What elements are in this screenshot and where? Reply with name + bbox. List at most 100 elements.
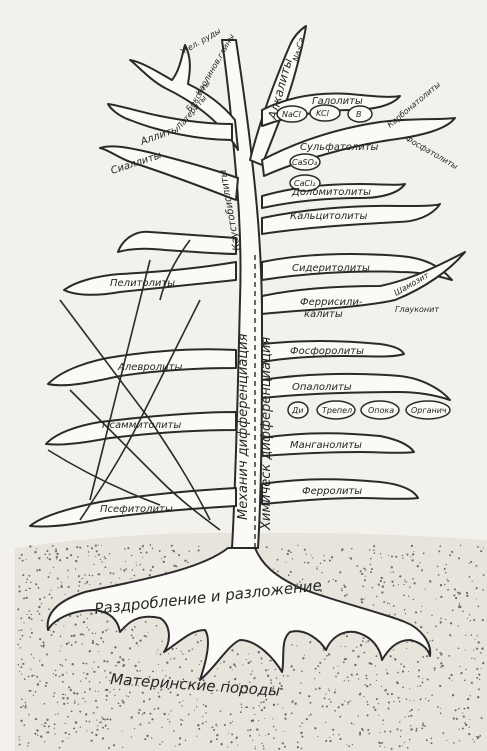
soil-dot (284, 746, 286, 748)
soil-dot (39, 638, 41, 640)
soil-dot (44, 703, 46, 705)
soil-dot (422, 678, 423, 679)
soil-dot (20, 720, 22, 722)
soil-dot (143, 712, 145, 714)
soil-dot (254, 714, 255, 715)
soil-dot (76, 546, 78, 548)
soil-dot (351, 548, 353, 550)
soil-dot (402, 745, 403, 746)
soil-dot (53, 673, 54, 674)
soil-dot (263, 701, 265, 703)
soil-dot (63, 625, 64, 626)
soil-dot (93, 661, 94, 662)
soil-dot (373, 545, 375, 547)
soil-dot (54, 728, 55, 729)
soil-dot (440, 708, 441, 709)
soil-dot (403, 666, 405, 668)
soil-dot (466, 595, 468, 597)
soil-dot (87, 627, 88, 628)
soil-dot (379, 745, 380, 746)
soil-dot (477, 635, 478, 636)
soil-dot (67, 716, 69, 718)
soil-dot (122, 731, 123, 732)
soil-dot (17, 644, 19, 646)
soil-dot (428, 700, 430, 702)
soil-dot (344, 658, 346, 660)
soil-dot (252, 670, 253, 671)
soil-dot (252, 719, 254, 721)
soil-dot (268, 669, 269, 670)
label-ferrisilicalites-line2: калиты (304, 309, 343, 320)
soil-dot (213, 729, 215, 731)
soil-dot (76, 693, 78, 695)
soil-dot (424, 725, 426, 727)
soil-dot (359, 733, 361, 735)
soil-dot (61, 586, 63, 588)
soil-dot (389, 731, 391, 733)
soil-dot (445, 572, 447, 574)
soil-dot (246, 706, 248, 708)
soil-dot (425, 698, 426, 699)
soil-dot (151, 718, 153, 720)
soil-dot (158, 664, 159, 665)
soil-dot (337, 672, 339, 674)
soil-dot (44, 553, 46, 555)
soil-dot (248, 662, 250, 664)
soil-dot (255, 746, 256, 747)
soil-dot (304, 562, 305, 563)
soil-dot (159, 550, 161, 552)
soil-dot (293, 669, 295, 671)
soil-dot (163, 713, 165, 715)
soil-dot (361, 601, 363, 603)
oval-opoka: Опока (368, 406, 394, 415)
soil-dot (381, 557, 382, 558)
soil-dot (39, 569, 41, 571)
label-ferrisilicalites: Феррисили- калиты (300, 297, 366, 320)
soil-dot (272, 718, 273, 719)
soil-dot (17, 608, 19, 610)
soil-dot (381, 591, 383, 593)
soil-dot (469, 719, 470, 720)
soil-dot (158, 695, 160, 697)
soil-dot (409, 739, 411, 741)
soil-dot (230, 722, 232, 724)
soil-dot (164, 556, 166, 558)
soil-dot (154, 708, 156, 710)
soil-dot (48, 725, 50, 727)
soil-dot (160, 653, 162, 655)
soil-dot (363, 568, 365, 570)
soil-dot (402, 558, 403, 559)
soil-dot (135, 562, 136, 563)
soil-dot (129, 691, 131, 693)
label-phosphorolites: Фосфоролиты (290, 346, 364, 357)
soil-dot (448, 677, 450, 679)
soil-dot (68, 586, 70, 588)
soil-dot (139, 548, 141, 550)
soil-dot (230, 713, 232, 715)
soil-dot (311, 555, 312, 556)
soil-dot (34, 551, 36, 553)
soil-dot (250, 729, 252, 731)
soil-dot (131, 716, 133, 718)
soil-dot (467, 618, 468, 619)
label-dolomitolites: Доломитолиты (291, 187, 371, 198)
soil-dot (31, 675, 33, 677)
soil-dot (339, 738, 341, 740)
soil-dot (436, 649, 438, 651)
soil-dot (27, 578, 29, 580)
soil-dot (172, 648, 174, 650)
soil-dot (216, 734, 218, 736)
soil-dot (368, 733, 370, 735)
soil-dot (278, 748, 280, 750)
soil-dot (66, 643, 68, 645)
soil-dot (470, 561, 472, 563)
soil-dot (318, 687, 320, 689)
soil-dot (394, 614, 396, 616)
soil-dot (93, 671, 95, 673)
soil-dot (346, 744, 347, 745)
label-phosphatolites: Фосфатолиты (404, 134, 459, 171)
soil-dot (106, 695, 108, 697)
soil-dot (19, 739, 20, 740)
soil-dot (132, 637, 134, 639)
soil-dot (453, 594, 455, 596)
